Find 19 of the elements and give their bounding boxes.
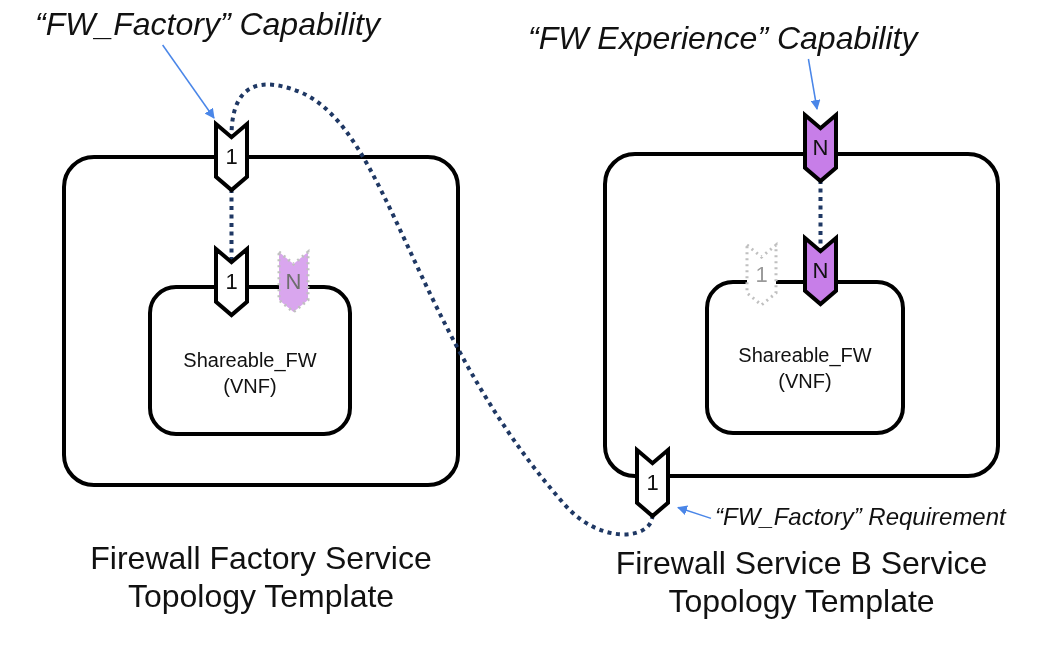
dotted-connector: [229, 82, 655, 537]
vnf-label: Shareable_FW (VNF): [737, 343, 873, 394]
port-label: 1: [224, 269, 239, 295]
port-label: 1: [754, 262, 769, 288]
port-label: 1: [645, 470, 660, 496]
dotted-connector: [229, 189, 234, 261]
leader-arrow: [677, 505, 712, 520]
callout-text: “FW_Factory” Capability: [35, 6, 380, 43]
port-label: N: [811, 135, 830, 161]
leader-arrow: [807, 58, 821, 110]
port-label: N: [284, 269, 303, 295]
vnf-label: Shareable_FW (VNF): [182, 348, 318, 399]
callout-text: “FW Experience” Capability: [528, 20, 918, 57]
port-label: 1: [224, 144, 239, 170]
template-title: Firewall Service B Service Topology Template: [614, 544, 989, 620]
template-title: Firewall Factory Service Topology Template: [89, 539, 433, 615]
leader-arrow: [161, 44, 215, 119]
port-label: N: [811, 258, 830, 284]
callout-text: “FW_Factory” Requirement: [715, 503, 1006, 531]
